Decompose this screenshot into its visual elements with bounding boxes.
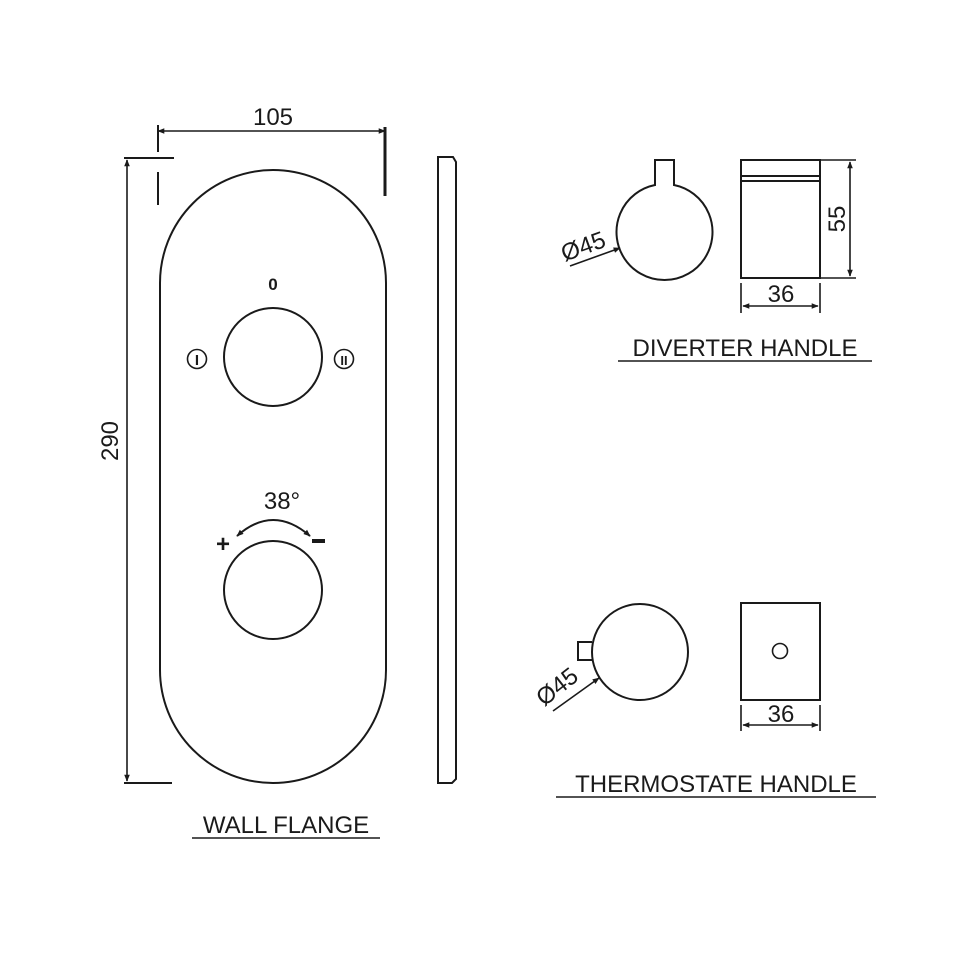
diverter-handle-side-view: 55 36 (740, 159, 856, 313)
thermostate-handle-tab (577, 641, 592, 661)
thermostate-handle-side-view: 36 (740, 602, 821, 731)
width-dimension: 105 (157, 104, 387, 205)
diverter-diameter-label: Ø45 (557, 227, 609, 268)
thermostate-handle-title: THERMOSTATE HANDLE (575, 771, 857, 798)
minus-sign-bar (312, 539, 325, 543)
diverter-knob-circle (223, 307, 323, 407)
position-icon-II: II (333, 348, 355, 370)
flange-outline (159, 169, 387, 784)
height-dimension: 290 (97, 157, 174, 784)
flange-side-profile (437, 156, 457, 784)
wall-flange-title: WALL FLANGE (203, 812, 369, 839)
wall-flange-front-view: 0 I II 38° + (159, 169, 387, 784)
diverter-width-label: 36 (768, 281, 795, 308)
position-label-I: I (195, 352, 199, 369)
plus-sign: + (216, 531, 230, 558)
thermostate-center-hole (771, 642, 789, 660)
position-icon-I: I (186, 348, 208, 370)
thermostate-diameter-label: Ø45 (531, 662, 583, 711)
diverter-height-label: 55 (824, 206, 851, 233)
height-dim-label: 290 (97, 421, 124, 461)
rotation-arc-arrow (236, 519, 311, 537)
width-dim-label: 105 (253, 104, 293, 131)
rotation-angle-label: 38° (264, 488, 300, 515)
thermostate-handle-circle (591, 603, 689, 701)
thermostat-knob-circle (223, 540, 323, 640)
diverter-handle-front-view: Ø45 (557, 159, 714, 281)
thermostate-handle-front-view: Ø45 (531, 603, 689, 712)
diverter-handle-title: DIVERTER HANDLE (633, 335, 858, 362)
position-label-II: II (340, 353, 347, 368)
thermostate-width-label: 36 (768, 701, 795, 728)
diverter-handle-outline (615, 159, 714, 281)
position-label-off: 0 (268, 275, 277, 294)
